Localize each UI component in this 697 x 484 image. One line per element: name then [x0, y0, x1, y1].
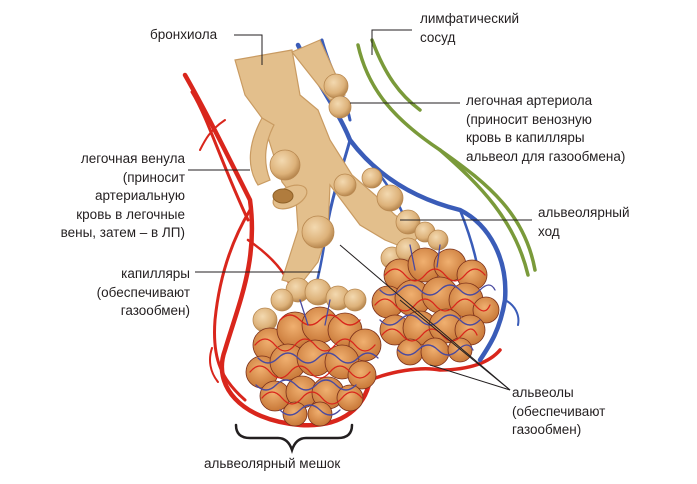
label-capillaries: капилляры (обеспечивают газообмен) [96, 266, 190, 318]
label-pulmonary-venule: легочная венула (приносит артериальную к… [60, 151, 185, 240]
alveolar-sac-right [371, 247, 500, 367]
leader-lines [188, 29, 532, 391]
label-alveoli: альвеолы (обеспечивают газообмен) [512, 385, 606, 437]
bronchiole-cut-end [272, 188, 294, 204]
label-alveolar-sac: альвеолярный мешок [204, 456, 341, 471]
lymphatic-vessel [356, 38, 537, 277]
leader-alveoli-2 [429, 364, 511, 391]
leader-lymphatic [371, 29, 412, 55]
leader-bronchiole [234, 34, 263, 65]
label-bronchiole: бронхиола [150, 27, 218, 42]
label-pulmonary-arteriole: легочная артериола (приносит венозную кр… [466, 93, 626, 164]
label-lymphatic-vessel: лимфатический сосуд [420, 11, 520, 45]
bronchiole-bulbs [252, 73, 449, 333]
alveolar-sac-bracket [234, 423, 354, 454]
leader-alveoli-3 [339, 244, 511, 391]
label-alveolar-duct: альвеолярный ход [538, 205, 630, 239]
